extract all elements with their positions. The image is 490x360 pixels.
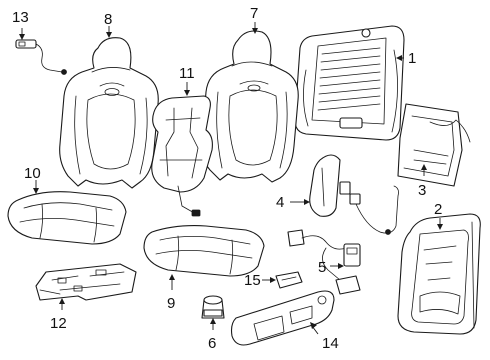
callout-14: 14 (310, 322, 339, 352)
callout-8-label: 8 (104, 11, 112, 28)
callout-11-label: 11 (179, 65, 195, 82)
side-airbag-icon (309, 154, 399, 235)
callout-8: 8 (104, 11, 112, 38)
callout-12-label: 12 (50, 315, 67, 332)
seat-cushion-cover-icon (7, 191, 127, 245)
callout-3-label: 3 (418, 182, 426, 199)
callout-3: 3 (418, 164, 427, 199)
lumbar-module-icon (397, 103, 471, 187)
callout-7: 7 (250, 5, 258, 34)
callout-6-label: 6 (208, 335, 216, 352)
callout-1-label: 1 (408, 50, 416, 67)
backrest-cushion-icon (59, 37, 159, 189)
callout-2: 2 (434, 201, 443, 230)
callout-12: 12 (50, 298, 67, 332)
callout-10-label: 10 (24, 165, 41, 182)
seat-cushion-pad-icon (143, 225, 265, 277)
callout-5: 5 (318, 259, 344, 276)
callout-4-label: 4 (276, 194, 284, 211)
callout-13: 13 (12, 9, 29, 40)
callout-14-label: 14 (322, 335, 339, 352)
callout-10: 10 (24, 165, 41, 194)
callout-1: 1 (396, 50, 416, 67)
callout-5-label: 5 (318, 259, 326, 276)
side-trim-panel-icon (230, 290, 335, 346)
callout-11: 11 (179, 65, 195, 96)
callout-9: 9 (167, 274, 175, 312)
callout-7-label: 7 (250, 5, 258, 22)
sensor-wire-icon (15, 39, 67, 75)
control-module-harness-icon (287, 229, 361, 295)
seat-back-frame-icon (294, 25, 405, 141)
callout-6: 6 (208, 318, 216, 352)
callout-15: 15 (244, 272, 276, 289)
callout-13-label: 13 (12, 9, 29, 26)
backrest-cover-icon (201, 30, 299, 183)
heater-element-icon (151, 95, 213, 217)
switch-icon (275, 271, 303, 289)
callout-4: 4 (276, 194, 310, 211)
switch-knob-icon (201, 295, 225, 319)
callout-2-label: 2 (434, 201, 442, 218)
cushion-heater-mat-icon (35, 263, 137, 301)
seat-back-panel-icon (397, 213, 481, 335)
callout-15-label: 15 (244, 272, 261, 289)
callout-9-label: 9 (167, 295, 175, 312)
